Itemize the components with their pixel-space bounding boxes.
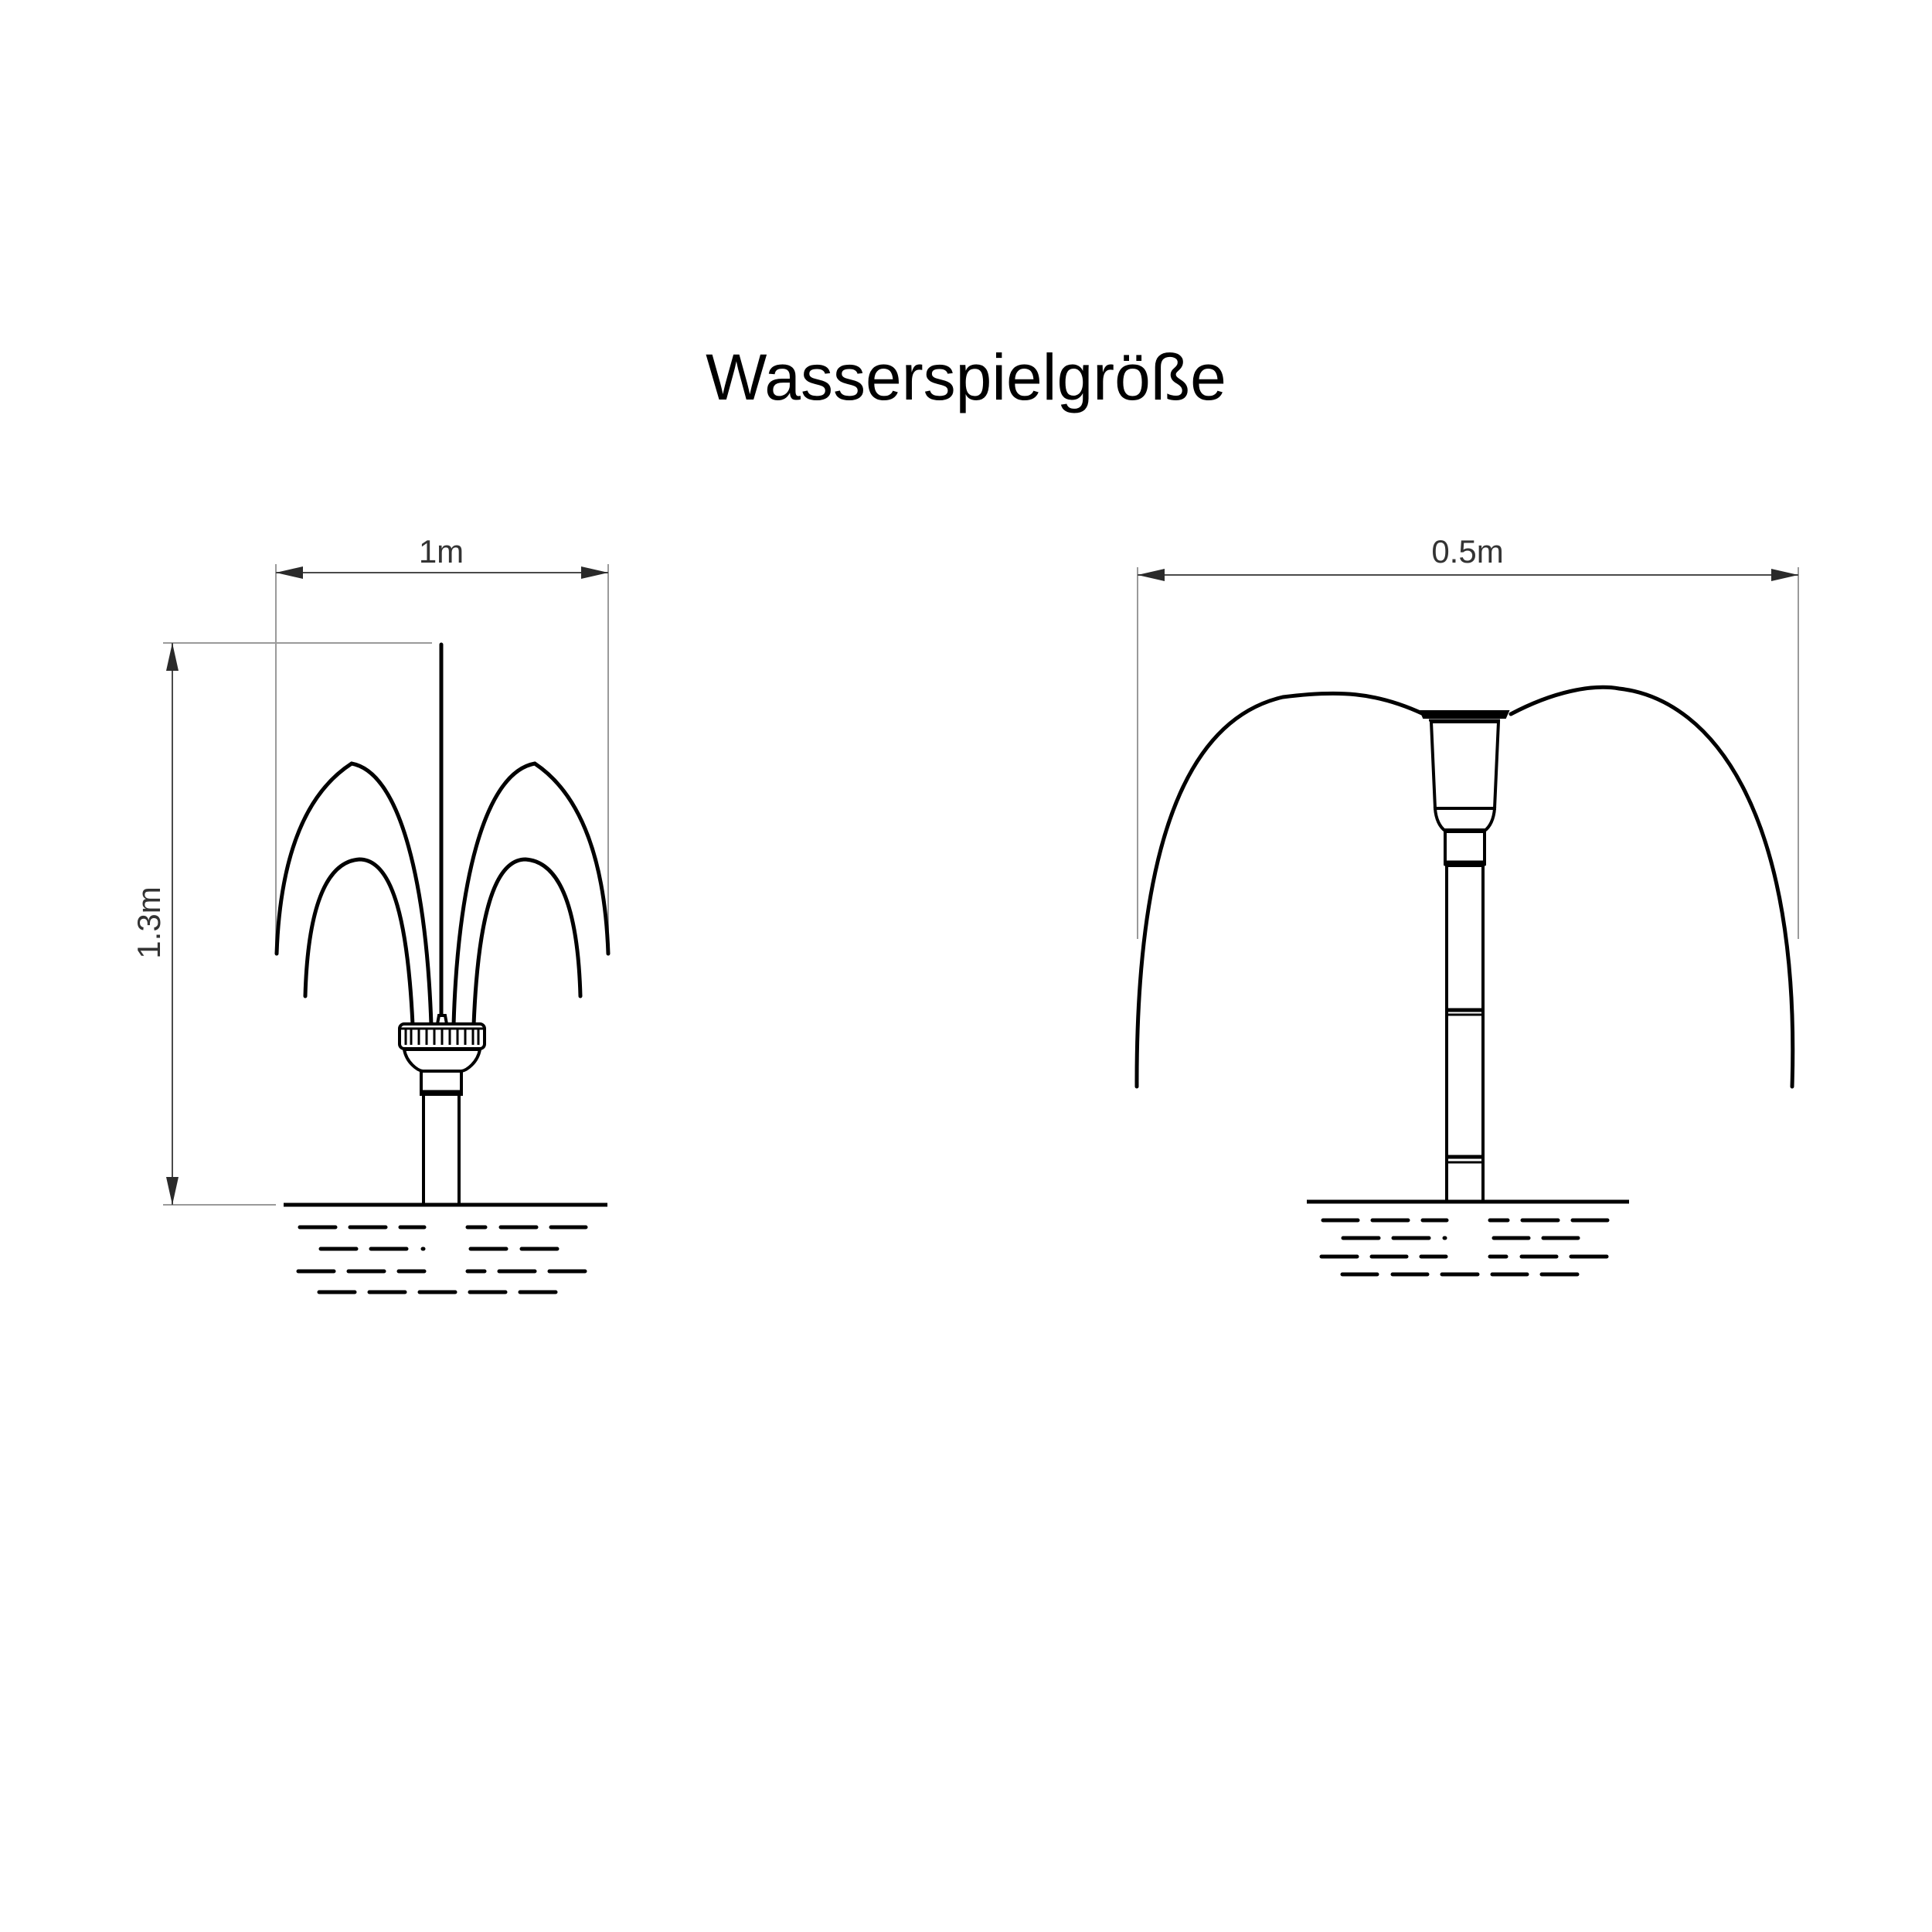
diagram-title: Wasserspielgröße bbox=[706, 341, 1226, 413]
left-fountain bbox=[163, 564, 611, 1294]
left-width-label: 1m bbox=[418, 533, 464, 570]
right-width-dimension bbox=[1137, 567, 1799, 939]
left-water-jets bbox=[274, 642, 611, 1027]
left-water-surface bbox=[284, 1202, 607, 1294]
left-width-dimension bbox=[275, 564, 609, 954]
right-water-arcs bbox=[1134, 685, 1795, 1089]
right-water-surface bbox=[1307, 1199, 1629, 1277]
right-width-label: 0.5m bbox=[1431, 533, 1504, 570]
right-fountain bbox=[1134, 567, 1799, 1277]
left-height-dimension bbox=[163, 642, 432, 1206]
right-nozzle bbox=[1419, 710, 1510, 1203]
left-nozzle bbox=[398, 1014, 486, 1206]
